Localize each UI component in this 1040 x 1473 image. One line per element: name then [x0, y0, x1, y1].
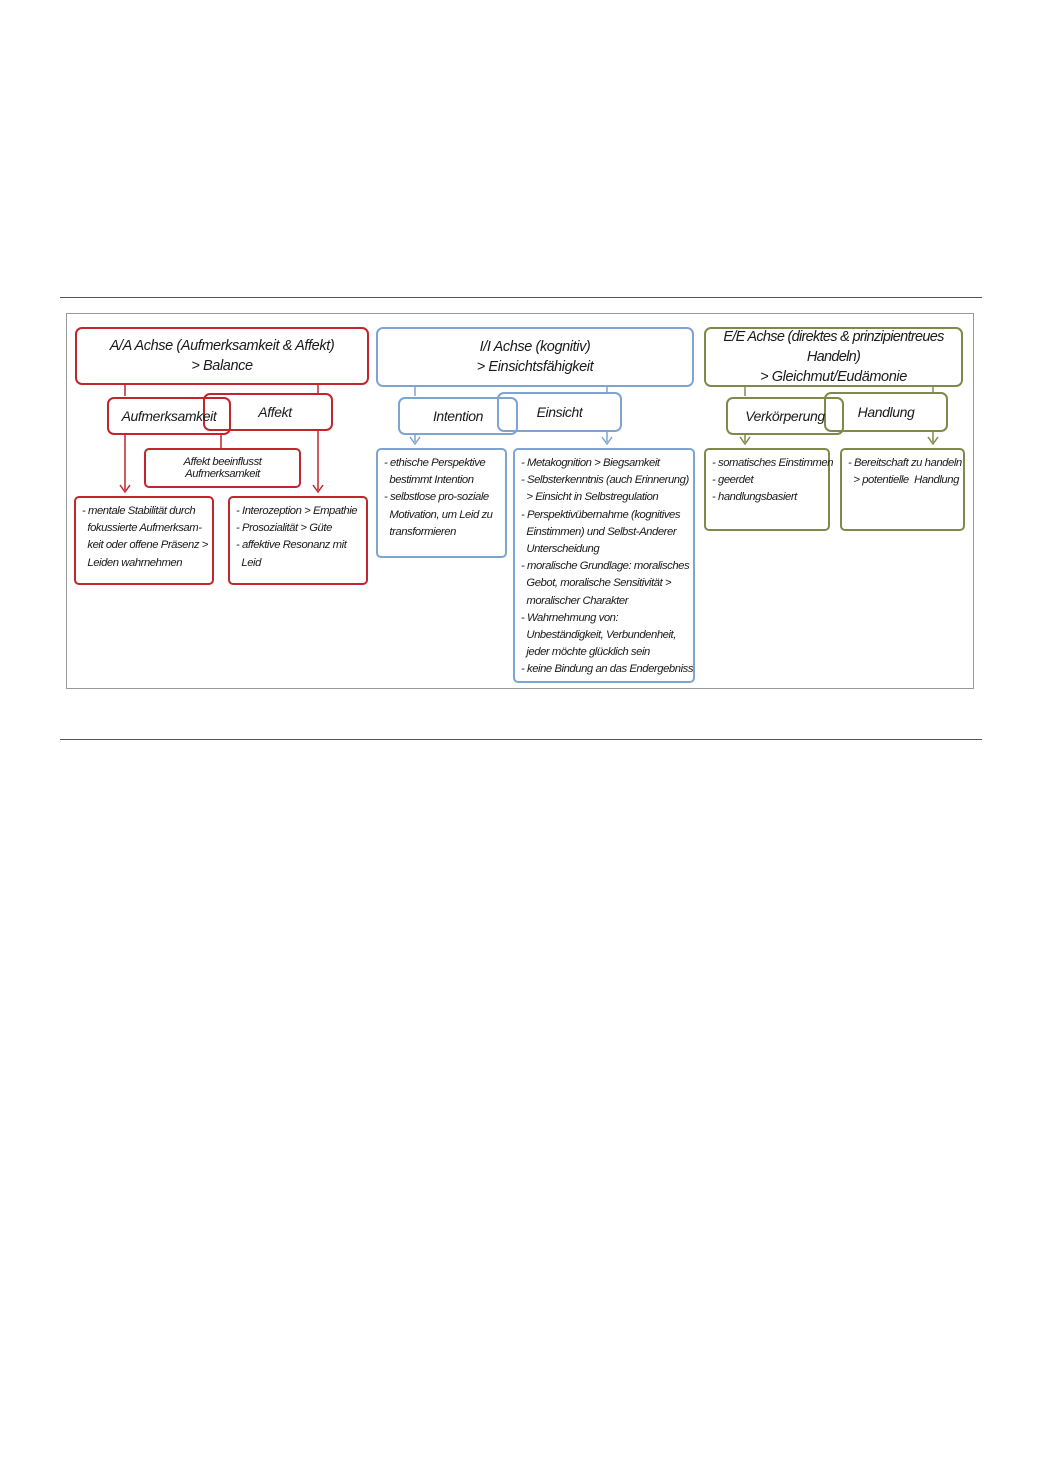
aa-link-node: Affekt beeinflusst Aufmerksamkeit — [144, 448, 301, 488]
figure-frame — [66, 313, 974, 689]
ii-left-items: - ethische Perspektive bestimmt Intentio… — [384, 457, 493, 538]
aa-right-detail: - Interozeption > Empathie - Prosozialit… — [228, 496, 368, 585]
aa-right-items: - Interozeption > Empathie - Prosozialit… — [236, 505, 358, 569]
ee-left-items: - somatisches Einstimmen - geerdet - han… — [712, 457, 834, 504]
ee-title-line1: E/E Achse (direktes & prinzipientreues H… — [723, 329, 944, 365]
ee-title-line2: > Gleichmut/Eudämonie — [760, 369, 907, 385]
ii-title-line1: I/I Achse (kognitiv) — [479, 339, 591, 355]
ii-right-label: Einsicht — [536, 404, 583, 420]
ii-title-line2: > Einsichtsfähigkeit — [476, 359, 594, 375]
aa-title-line2: > Balance — [191, 358, 253, 374]
ii-left-label: Intention — [432, 408, 484, 424]
ii-axis-header: I/I Achse (kognitiv) > Einsichtsfähigkei… — [376, 327, 694, 387]
aa-left-items: - mentale Stabilität durch fokussierte A… — [82, 505, 208, 569]
ee-axis-header: E/E Achse (direktes & prinzipientreues H… — [704, 327, 963, 387]
aa-left-detail: - mentale Stabilität durch fokussierte A… — [74, 496, 214, 585]
ee-left-label: Verkörperung — [745, 408, 825, 424]
ii-right-detail: - Metakognition > Biegsamkeit - Selbster… — [513, 448, 695, 683]
ee-right-detail: - Bereitschaft zu handeln > potentielle … — [840, 448, 965, 531]
ii-left-detail: - ethische Perspektive bestimmt Intentio… — [376, 448, 507, 558]
aa-axis-header: A/A Achse (Aufmerksamkeit & Affekt) > Ba… — [75, 327, 369, 385]
aa-right-node: Affekt — [203, 393, 333, 431]
aa-title-line1: A/A Achse (Aufmerksamkeit & Affekt) — [109, 338, 335, 354]
ee-right-label: Handlung — [857, 404, 915, 420]
aa-link-label: Affekt beeinflusst Aufmerksamkeit — [183, 456, 262, 480]
top-rule — [60, 297, 982, 298]
ii-right-items: - Metakognition > Biegsamkeit - Selbster… — [521, 457, 694, 676]
aa-right-label: Affekt — [258, 404, 292, 420]
bottom-rule — [60, 739, 982, 740]
ee-left-detail: - somatisches Einstimmen - geerdet - han… — [704, 448, 834, 531]
aa-left-node: Aufmerksamkeit — [107, 397, 231, 435]
aa-left-label: Aufmerksamkeit — [121, 408, 217, 424]
ee-right-node: Handlung — [824, 392, 948, 432]
ee-right-items: - Bereitschaft zu handeln > potentielle … — [848, 457, 962, 487]
ii-left-node: Intention — [398, 397, 518, 435]
ee-left-node: Verkörperung — [726, 397, 844, 435]
